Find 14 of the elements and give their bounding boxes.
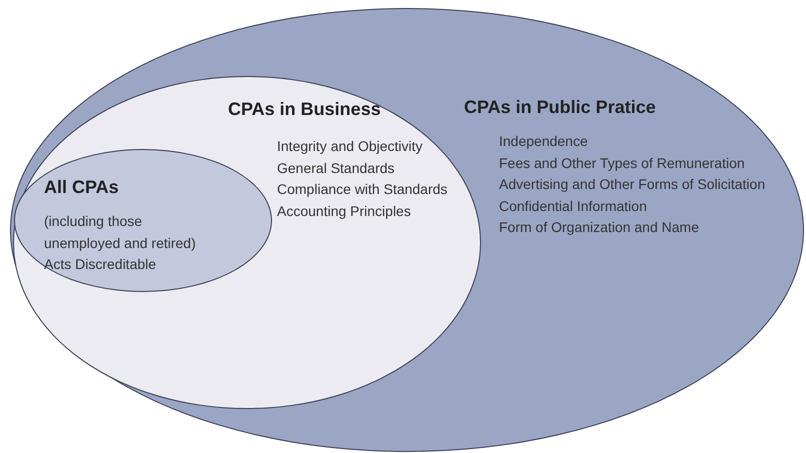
- topic-text: Confidential Information: [499, 196, 647, 216]
- topic-text: Acts Discreditable: [44, 255, 158, 274]
- topic-text: (including those unemployed and retired): [44, 212, 197, 253]
- group-heading: CPAs in Public Pratice: [464, 97, 656, 118]
- group-heading: All CPAs: [44, 177, 119, 198]
- topic-text: Compliance with Standards: [277, 180, 448, 199]
- topic-text: Integrity and Objectivity: [277, 137, 423, 156]
- group-heading: CPAs in Business: [228, 99, 381, 120]
- topic-text: Independence: [499, 132, 588, 151]
- topic-text: Accounting Principles: [277, 202, 411, 221]
- topic-text: Form of Organization and Name: [499, 218, 699, 237]
- topic-text: Advertising and Other Forms of Solicitation: [499, 175, 766, 194]
- topic-text: Fees and Other Types of Remuneration: [499, 154, 745, 173]
- topic-text: General Standards: [277, 158, 395, 178]
